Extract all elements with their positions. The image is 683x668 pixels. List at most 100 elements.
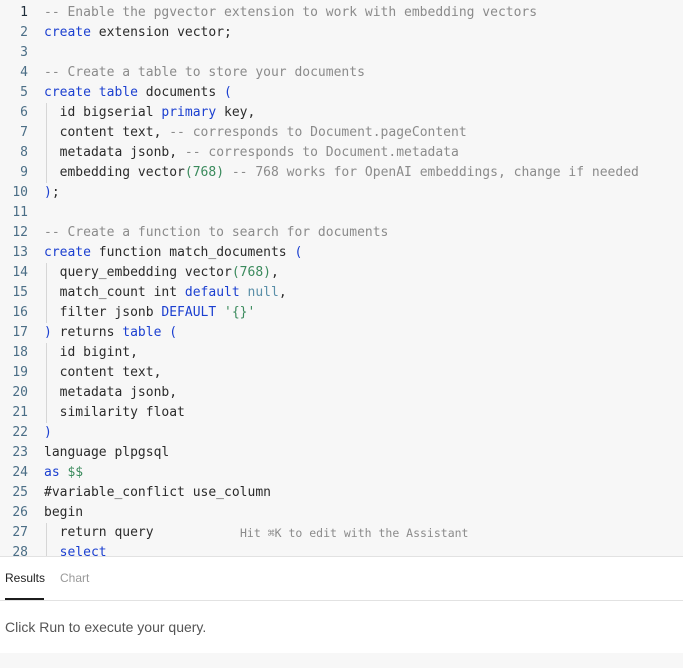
code-token: create table — [44, 85, 138, 100]
code-token: -- corresponds to Document.metadata — [184, 145, 459, 160]
code-token: -- Enable the pgvector extension to work… — [44, 5, 538, 20]
indent-guide — [46, 383, 47, 403]
code-text: -- Enable the pgvector extension to work… — [44, 3, 537, 23]
code-text: #variable_conflict use_column — [44, 483, 271, 503]
code-line[interactable]: 10); — [0, 183, 683, 203]
code-text: -- Create a function to search for docum… — [44, 223, 388, 243]
code-text: id bigint, — [44, 343, 138, 363]
tab-chart[interactable]: Chart — [60, 571, 90, 585]
code-token: extension vector; — [98, 25, 232, 40]
code-line[interactable]: 5 create table documents ( — [0, 83, 683, 103]
code-line[interactable]: 1-- Enable the pgvector extension to wor… — [0, 3, 683, 23]
code-token: DEFAULT — [161, 305, 217, 320]
code-token: null — [239, 285, 279, 300]
code-token: ( — [161, 325, 178, 340]
code-line[interactable]: 7 content text, -- corresponds to Docume… — [0, 123, 683, 143]
code-text: select — [44, 543, 107, 556]
indent-guide — [46, 263, 47, 283]
line-number: 28 — [12, 545, 28, 556]
code-text: id bigserial primary key, — [44, 103, 256, 123]
code-token: embedding vector — [44, 165, 185, 180]
results-panel: Results Chart Click Run to execute your … — [0, 556, 683, 668]
line-number: 13 — [12, 245, 28, 260]
code-line[interactable]: 18 id bigint, — [0, 343, 683, 363]
code-token: ( — [224, 85, 232, 100]
sql-editor[interactable]: 1-- Enable the pgvector extension to wor… — [0, 0, 683, 556]
line-number: 18 — [12, 345, 28, 360]
code-line[interactable]: 16 filter jsonb DEFAULT '{}' — [0, 303, 683, 323]
code-token: ; — [51, 185, 60, 200]
tab-results[interactable]: Results — [5, 571, 46, 585]
line-number: 16 — [12, 305, 28, 320]
code-token: match_count int — [44, 285, 185, 300]
code-token: create — [44, 25, 91, 40]
code-text: similarity float — [44, 403, 185, 423]
code-token: -- 768 works for OpenAI embeddings, chan… — [224, 165, 639, 180]
code-text: metadata jsonb, -- corresponds to Docume… — [44, 143, 459, 163]
code-token: language plpgsql — [44, 445, 170, 460]
code-line[interactable]: 11 — [0, 203, 683, 223]
indent-guide — [46, 163, 47, 183]
code-line[interactable]: 8 metadata jsonb, -- corresponds to Docu… — [0, 143, 683, 163]
line-number: 9 — [20, 165, 28, 180]
indent-guide — [46, 343, 47, 363]
code-token: select — [44, 545, 107, 556]
code-line[interactable]: 15 match_count int default null, — [0, 283, 683, 303]
code-line[interactable]: 20 metadata jsonb, — [0, 383, 683, 403]
code-token: id bigserial — [44, 105, 162, 120]
code-token: #variable_conflict use_column — [44, 485, 271, 500]
line-number: 8 — [20, 145, 28, 160]
code-token: ( — [294, 245, 303, 260]
line-number: 20 — [12, 385, 28, 400]
code-line[interactable]: 27 return query — [0, 523, 683, 543]
code-token: , — [278, 285, 287, 300]
code-line[interactable]: 4-- Create a table to store your documen… — [0, 63, 683, 83]
code-line[interactable]: 23 language plpgsql — [0, 443, 683, 463]
active-tab-indicator — [5, 598, 44, 600]
code-text: create table documents ( — [44, 83, 232, 103]
indent-guide — [46, 543, 47, 556]
code-token: id bigint, — [44, 345, 138, 360]
code-line[interactable]: 6 id bigserial primary key, — [0, 103, 683, 123]
results-tabs: Results Chart — [0, 557, 683, 601]
code-token: metadata jsonb, — [44, 385, 178, 400]
code-line[interactable]: 9 embedding vector(768) -- 768 works for… — [0, 163, 683, 183]
code-line[interactable]: 2 create extension vector; — [0, 23, 683, 43]
code-token: query_embedding vector — [44, 265, 232, 280]
code-line[interactable]: 3 — [0, 43, 683, 63]
code-text: language plpgsql — [44, 443, 169, 463]
code-text: ); — [44, 183, 60, 203]
line-number: 24 — [12, 465, 28, 480]
code-line[interactable]: 25#variable_conflict use_column — [0, 483, 683, 503]
code-token: ) — [44, 425, 52, 440]
code-line[interactable]: 12-- Create a function to search for doc… — [0, 223, 683, 243]
code-line[interactable]: 22) — [0, 423, 683, 443]
code-token: content text, — [44, 125, 170, 140]
line-number: 21 — [12, 405, 28, 420]
code-text: embedding vector(768) -- 768 works for O… — [44, 163, 639, 183]
empty-results-message: Click Run to execute your query. — [5, 619, 207, 635]
code-line[interactable]: 19 content text, — [0, 363, 683, 383]
code-text: begin — [44, 503, 83, 523]
code-line[interactable]: 17) returns table ( — [0, 323, 683, 343]
code-text: content text, — [44, 363, 162, 383]
code-token: return query — [44, 525, 154, 540]
code-line[interactable]: 21 similarity float — [0, 403, 683, 423]
line-number: 27 — [12, 525, 28, 540]
code-text: filter jsonb DEFAULT '{}' — [44, 303, 256, 323]
line-number: 23 — [12, 445, 28, 460]
code-line[interactable]: 14 query_embedding vector(768), — [0, 263, 683, 283]
line-number: 5 — [20, 85, 28, 100]
line-number: 10 — [12, 185, 28, 200]
code-line[interactable]: 28 select — [0, 543, 683, 556]
line-number: 19 — [12, 365, 28, 380]
code-text: -- Create a table to store your document… — [44, 63, 365, 83]
line-number: 2 — [20, 25, 28, 40]
code-token: primary — [161, 105, 217, 120]
code-token: returns — [51, 325, 123, 340]
code-token: key, — [216, 105, 256, 120]
code-token: begin — [44, 505, 84, 520]
